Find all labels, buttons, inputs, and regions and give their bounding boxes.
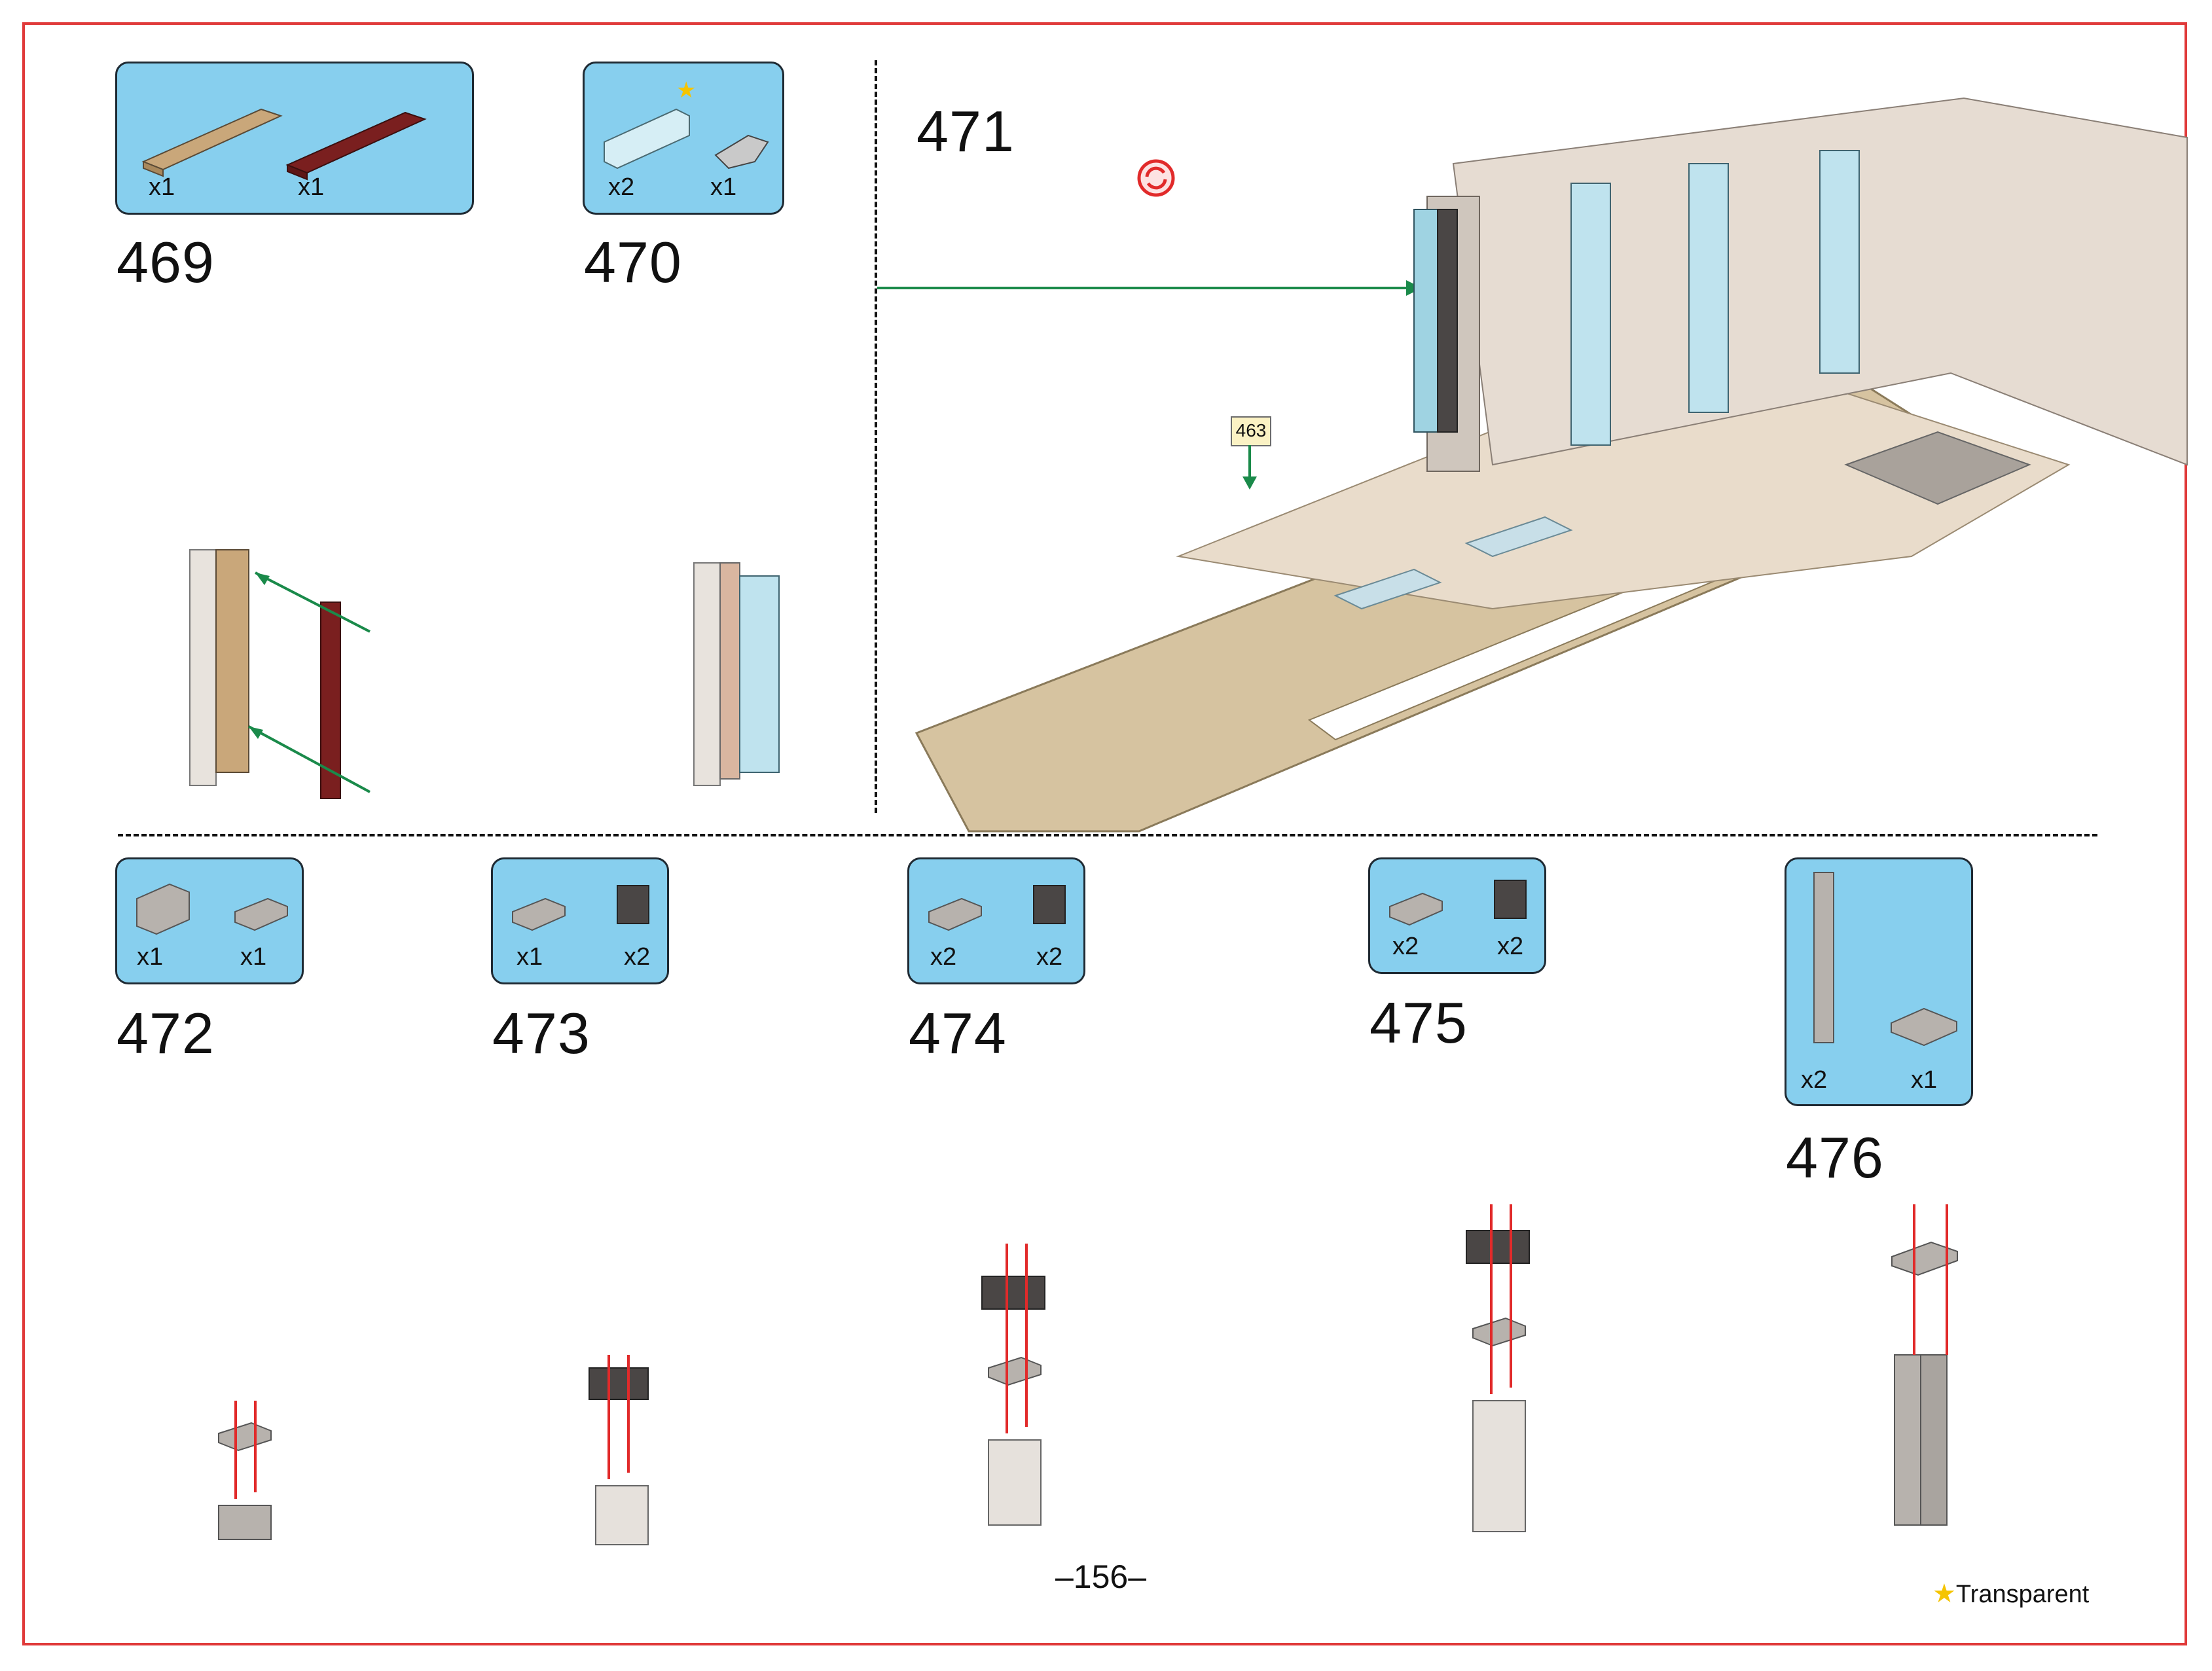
parts-box-476: x2 x1	[1785, 857, 1973, 1106]
step-number-476: 476	[1786, 1125, 1884, 1190]
step-number-470: 470	[584, 230, 682, 295]
assembly-475	[1466, 1204, 1530, 1532]
star-icon: ★	[1932, 1579, 1956, 1608]
parts-illustration-472	[136, 883, 288, 935]
assembly-470	[693, 562, 780, 786]
legend-label: Transparent	[1955, 1581, 2090, 1608]
assembly-469	[189, 549, 371, 799]
part-qty-470-b: x1	[710, 173, 737, 201]
part-qty-476-a: x2	[1801, 1066, 1828, 1094]
assembly-476	[1891, 1204, 1958, 1526]
parts-illustration-474	[928, 885, 1066, 931]
parts-box-472: x1 x1	[115, 857, 304, 984]
assembly-472	[218, 1401, 272, 1540]
step-number-472: 472	[117, 1001, 215, 1066]
parts-illustration-469	[141, 108, 427, 181]
transparent-star-icon: ★	[676, 78, 696, 103]
parts-illustration-476	[1813, 872, 1957, 1047]
part-qty-476-b: x1	[1911, 1066, 1938, 1094]
page-number: –156–	[1055, 1558, 1147, 1595]
part-qty-469-a: x1	[149, 173, 175, 201]
callout-arrow	[1242, 445, 1257, 490]
step-number-474: 474	[909, 1001, 1007, 1066]
rotate-model-icon	[1137, 159, 1175, 197]
parts-illustration-475	[1389, 880, 1527, 926]
part-qty-475-a: x2	[1392, 933, 1419, 960]
step-number-471: 471	[916, 99, 1015, 164]
step-number-473: 473	[492, 1001, 590, 1066]
section-divider-horizontal	[118, 834, 2097, 836]
part-qty-474-b: x2	[1036, 943, 1063, 971]
step-divider-vertical	[875, 60, 877, 813]
parts-box-469: x1 x1	[115, 62, 474, 215]
assembly-474	[981, 1244, 1045, 1526]
transparent-legend: ★Transparent	[1932, 1579, 2089, 1609]
parts-box-473: x1 x2	[491, 857, 669, 984]
part-qty-470-a: x2	[608, 173, 635, 201]
build-model-illustration	[915, 97, 2188, 833]
parts-box-475: x2 x2	[1368, 857, 1546, 974]
part-qty-472-b: x1	[240, 943, 267, 971]
part-qty-469-b: x1	[298, 173, 325, 201]
page-frame	[22, 22, 2187, 1645]
parts-illustration-473	[512, 885, 649, 931]
parts-box-470: ★ x2 x1	[583, 62, 784, 215]
part-qty-473-a: x1	[517, 943, 543, 971]
parts-box-474: x2 x2	[907, 857, 1085, 984]
parts-illustration-470: ★	[604, 78, 769, 170]
step-number-475: 475	[1369, 990, 1468, 1055]
part-qty-473-b: x2	[624, 943, 651, 971]
assembly-473	[589, 1355, 649, 1545]
step-number-469: 469	[117, 230, 215, 295]
part-qty-475-b: x2	[1497, 933, 1524, 960]
part-qty-472-a: x1	[137, 943, 164, 971]
part-qty-474-a: x2	[930, 943, 957, 971]
